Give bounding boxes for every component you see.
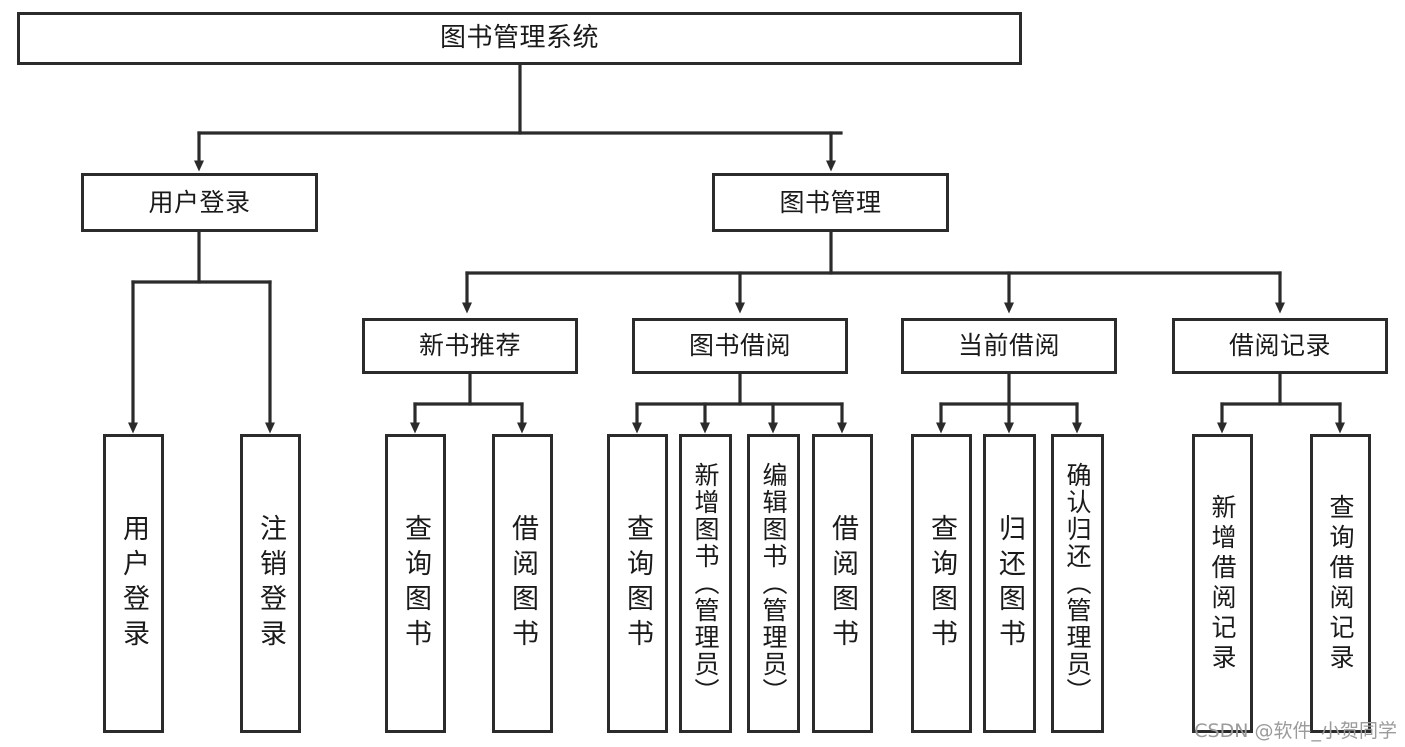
node-leaf-confirm-return-admin[interactable]: 确认归还（管理员）: [1051, 434, 1104, 733]
node-label: 确认归还（管理员）: [1063, 462, 1092, 705]
node-label: 查询图书: [400, 513, 431, 654]
node-label: 新书推荐: [418, 331, 521, 361]
node-root-book-management-system[interactable]: 图书管理系统: [17, 12, 1022, 65]
node-label: 借阅图书: [507, 513, 538, 654]
node-leaf-query-book-recommend[interactable]: 查询图书: [385, 434, 446, 733]
node-label: 当前借阅: [957, 331, 1060, 361]
node-leaf-add-borrow-record[interactable]: 新增借阅记录: [1192, 434, 1253, 733]
node-label: 新增借阅记录: [1208, 493, 1237, 674]
node-label: 查询借阅记录: [1326, 493, 1355, 674]
node-label: 注销登录: [255, 513, 286, 654]
node-label: 图书管理: [779, 187, 882, 217]
node-label: 借阅记录: [1228, 331, 1331, 361]
node-leaf-add-book-admin[interactable]: 新增图书（管理员）: [679, 434, 732, 733]
node-current-borrow[interactable]: 当前借阅: [901, 318, 1117, 374]
node-leaf-edit-book-admin[interactable]: 编辑图书（管理员）: [747, 434, 800, 733]
node-label: 借阅图书: [827, 513, 858, 654]
node-label: 用户登录: [148, 187, 251, 217]
node-label: 编辑图书（管理员）: [759, 462, 788, 705]
node-leaf-logout-login[interactable]: 注销登录: [240, 434, 301, 733]
node-book-borrow[interactable]: 图书借阅: [632, 318, 848, 374]
node-leaf-query-borrow-record[interactable]: 查询借阅记录: [1310, 434, 1371, 733]
node-leaf-borrow-book-recommend[interactable]: 借阅图书: [492, 434, 553, 733]
node-leaf-query-book-current[interactable]: 查询图书: [911, 434, 972, 733]
node-label: 图书管理系统: [439, 23, 599, 54]
node-label: 图书借阅: [688, 331, 791, 361]
node-label: 用户登录: [118, 513, 149, 654]
node-label: 查询图书: [622, 513, 653, 654]
node-leaf-return-book[interactable]: 归还图书: [983, 434, 1036, 733]
node-label: 归还图书: [994, 513, 1025, 654]
node-label: 新增图书（管理员）: [691, 462, 720, 705]
watermark-text: CSDN @软件_小贺同学: [1194, 720, 1397, 742]
node-new-book-recommend[interactable]: 新书推荐: [362, 318, 578, 374]
node-book-management[interactable]: 图书管理: [712, 173, 949, 232]
node-leaf-query-book-borrow[interactable]: 查询图书: [607, 434, 668, 733]
node-borrow-record[interactable]: 借阅记录: [1172, 318, 1388, 374]
node-leaf-borrow-book-borrow[interactable]: 借阅图书: [812, 434, 873, 733]
node-label: 查询图书: [926, 513, 957, 654]
node-leaf-user-login[interactable]: 用户登录: [103, 434, 164, 733]
node-user-login[interactable]: 用户登录: [81, 173, 318, 232]
